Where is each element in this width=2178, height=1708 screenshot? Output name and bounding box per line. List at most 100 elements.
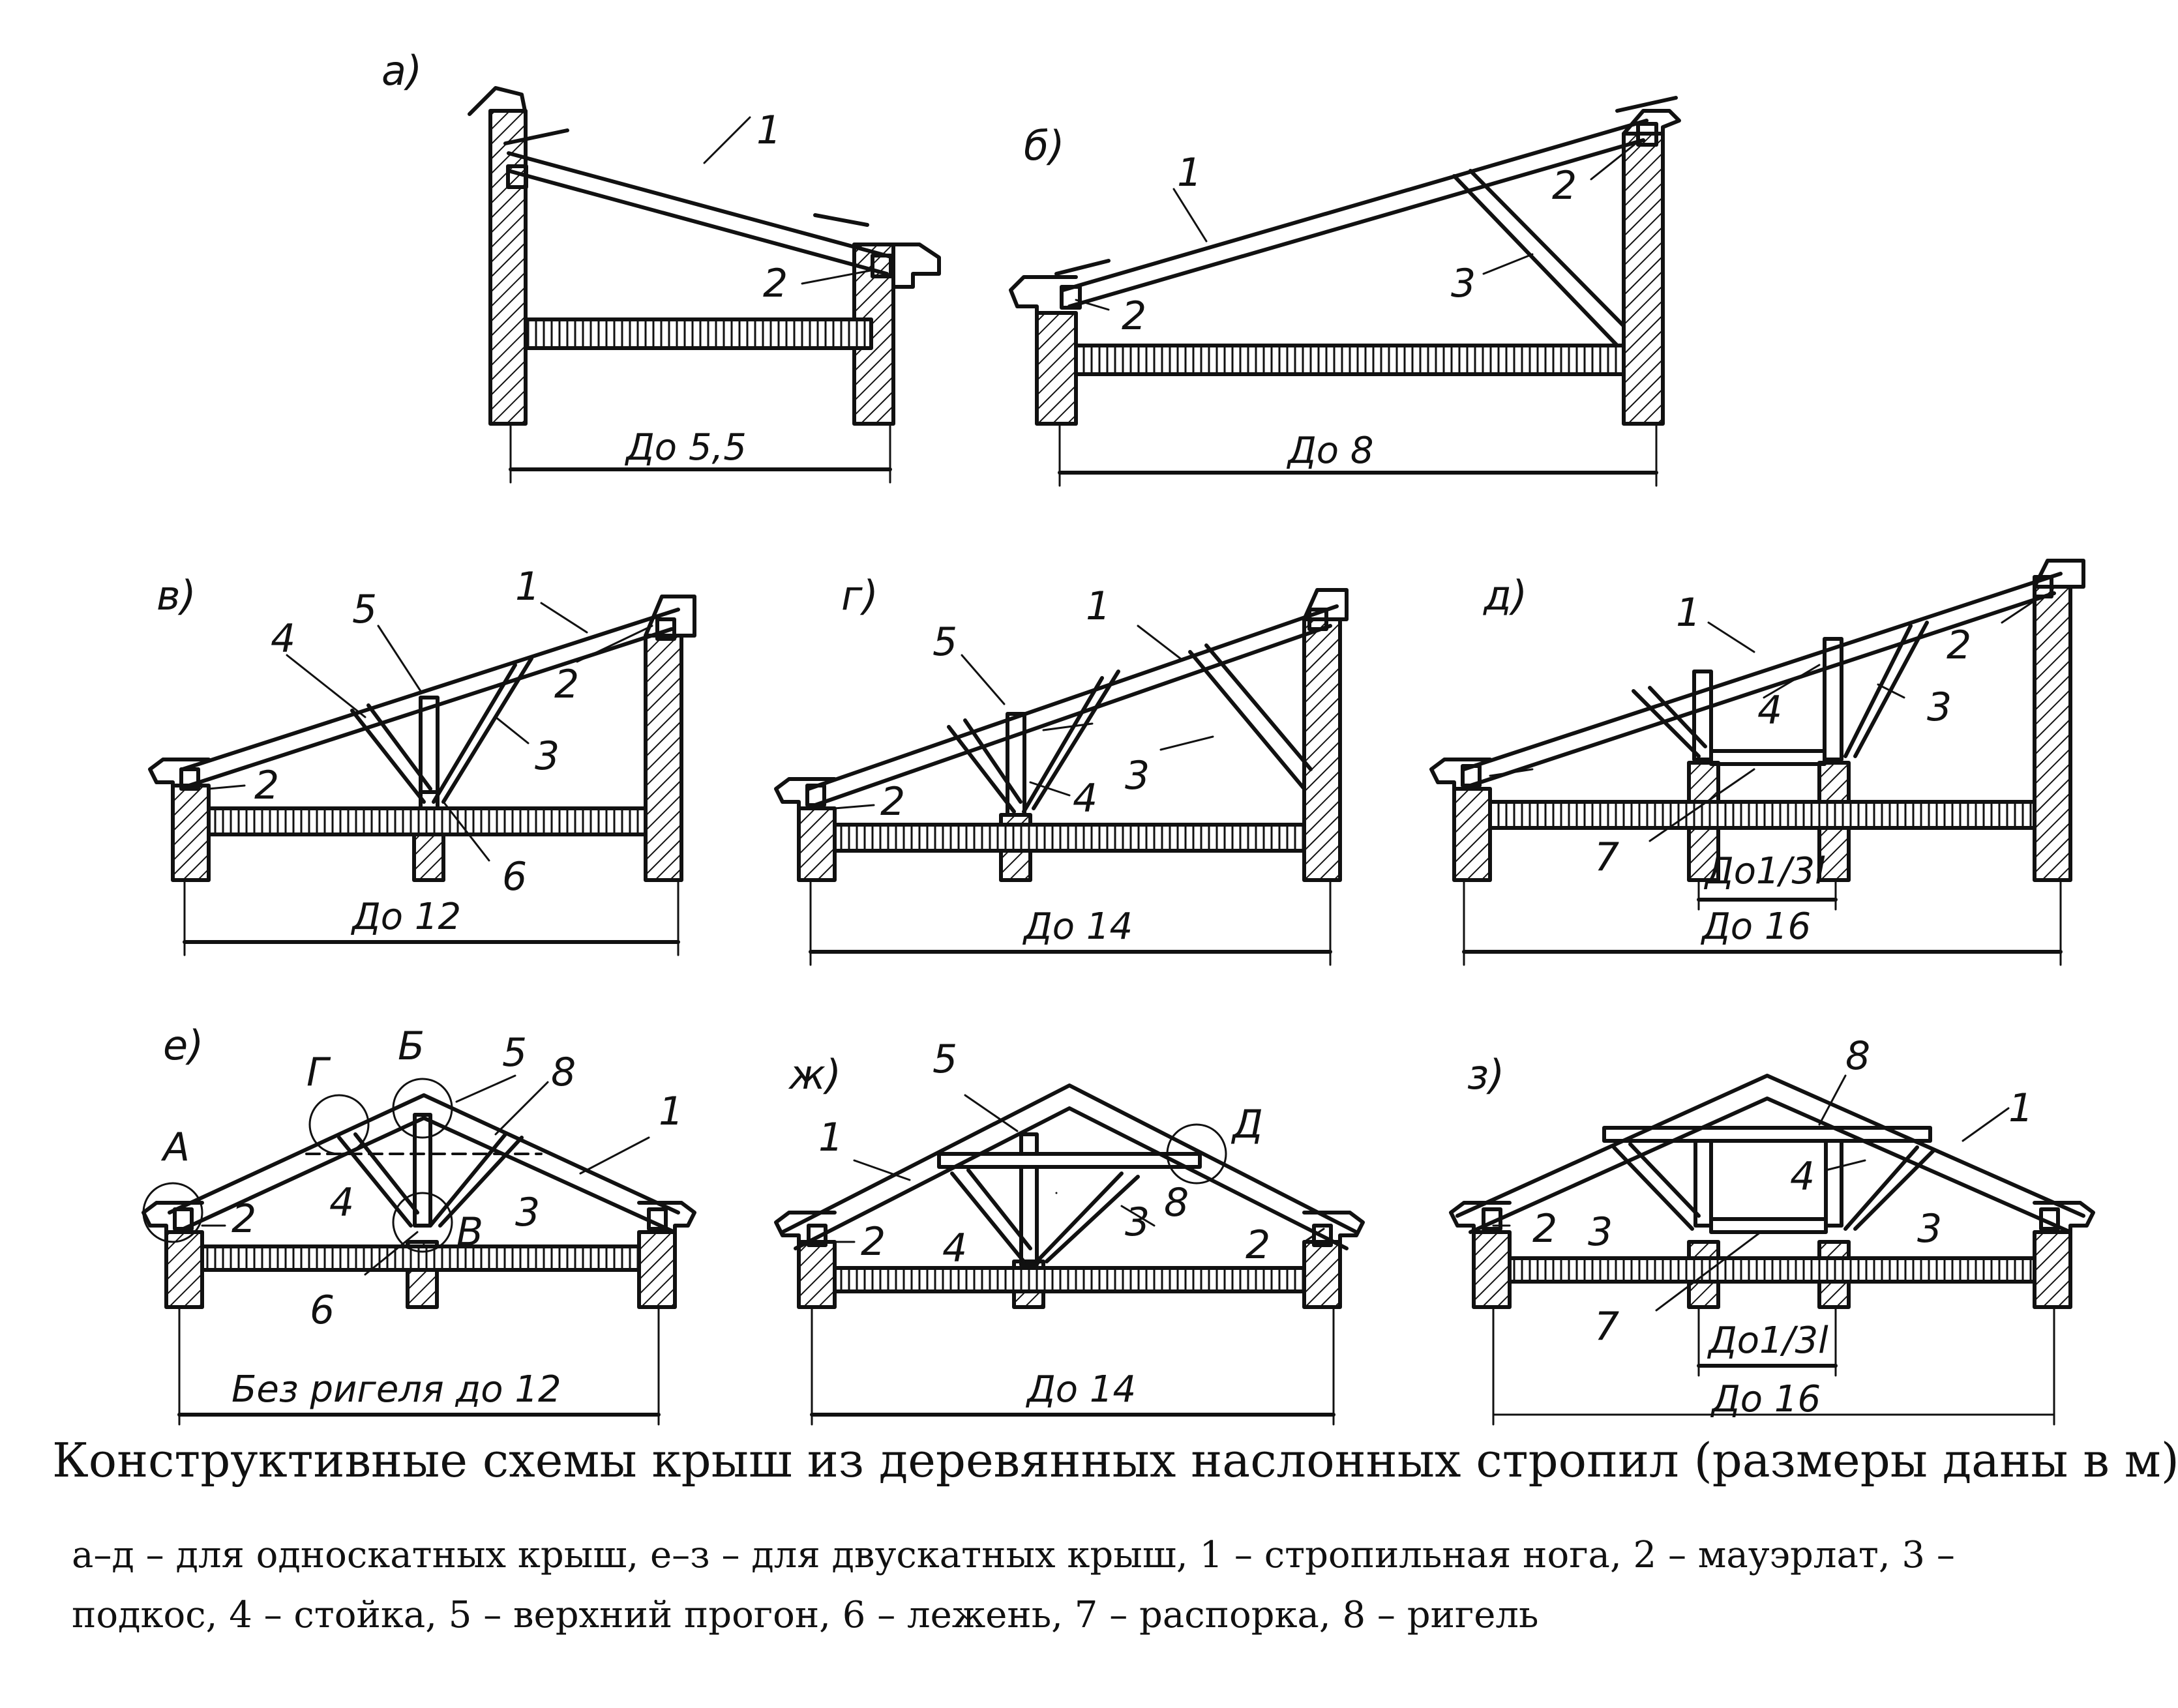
label-1: 1: [515, 564, 540, 610]
panel-tag-z: з): [1467, 1051, 1504, 1098]
wall-plate: [655, 617, 676, 641]
post: [1692, 670, 1713, 761]
wall-plate: [871, 254, 893, 278]
node-A: А: [160, 1125, 190, 1170]
wall-plate: [807, 1224, 828, 1247]
span-e: Без ригеля до 12: [231, 1368, 561, 1411]
panel-tag-b: б): [1024, 122, 1064, 169]
scheme-e: [142, 1074, 696, 1426]
wall-plate: [1461, 764, 1482, 788]
span-a: До 5,5: [624, 426, 747, 469]
label-4: 4: [329, 1180, 354, 1226]
panel-tag-g: г): [841, 572, 878, 619]
subspan-d: До1/3l: [1703, 850, 1825, 892]
floor-slab: [524, 317, 873, 350]
cornice: [1449, 1201, 1512, 1234]
wall-right: [1302, 617, 1342, 882]
legend-line-1: а–д – для односкатных крыш, е–з – для дв…: [72, 1534, 1955, 1576]
wall-right: [2033, 585, 2072, 882]
span-zh: До 14: [1025, 1368, 1136, 1411]
label-4: 4: [1073, 776, 1097, 821]
tie: [1709, 1217, 1828, 1234]
wall-plate: [2039, 1207, 2060, 1231]
label-8: 8: [1845, 1033, 1870, 1079]
brace-right: [1022, 670, 1120, 814]
label-5: 5: [502, 1030, 527, 1076]
wall-right: [2033, 1230, 2072, 1309]
cornice: [142, 1201, 204, 1234]
label-7: 7: [1594, 834, 1619, 880]
rafters: [781, 1083, 1358, 1250]
label-1: 1: [1086, 583, 1111, 629]
scheme-zh: [774, 1083, 1365, 1426]
parapet: [2033, 559, 2085, 589]
span-d: До 16: [1700, 906, 1811, 948]
label-2: 2: [554, 662, 579, 707]
panel-tag-zh: ж): [788, 1051, 841, 1098]
node-V: В: [456, 1209, 483, 1255]
cornice: [774, 777, 837, 810]
span-b: До 8: [1286, 430, 1373, 472]
wall-left: [164, 1230, 204, 1309]
label-2: 2: [763, 261, 788, 306]
rafter: [807, 604, 1339, 807]
cornice: [852, 243, 941, 289]
label-3: 3: [535, 733, 559, 779]
label-2: 2: [1532, 1206, 1557, 1252]
wall-plate: [179, 767, 200, 791]
brace-left: [1632, 686, 1707, 758]
wall-right: [1622, 132, 1665, 426]
post: [1693, 1139, 1713, 1228]
wall-right: [637, 1230, 677, 1309]
post: [413, 1113, 432, 1228]
brace-left: [950, 1168, 1032, 1263]
brace-right: [1035, 1171, 1140, 1263]
wall-plate: [1636, 122, 1658, 147]
wall-right: [644, 634, 683, 882]
parapet: [644, 595, 696, 638]
label-3: 3: [1451, 261, 1476, 306]
floor-slab: [833, 1266, 1306, 1293]
wall-left: [797, 1240, 837, 1309]
roofing: [503, 128, 869, 227]
cornice: [1302, 1211, 1365, 1244]
label-1: 1: [659, 1089, 683, 1134]
cornice: [2033, 1201, 2095, 1234]
node-circle: [308, 1094, 370, 1155]
parapet: [1622, 109, 1681, 136]
label-2: 2: [1122, 293, 1146, 339]
label-8: 8: [1164, 1180, 1189, 1226]
wall-plate: [1482, 1207, 1502, 1231]
wall-plate: [1060, 285, 1082, 310]
cornice: [637, 1201, 696, 1234]
label-6: 6: [310, 1288, 335, 1333]
wall-plate: [173, 1207, 194, 1231]
tie: [1709, 749, 1827, 766]
label-7: 7: [1594, 1304, 1619, 1349]
subspan-z: До1/3l: [1707, 1319, 1828, 1362]
post: [1824, 1139, 1843, 1228]
panel-tag-a: а): [381, 47, 422, 95]
panel-tag-e: е): [163, 1022, 203, 1069]
cornice: [148, 758, 211, 788]
floor-slab: [207, 806, 648, 836]
node-circle: [392, 1192, 453, 1253]
node-G: Г: [306, 1050, 331, 1095]
label-1: 1: [756, 108, 781, 153]
label-5: 5: [932, 1037, 957, 1082]
label-4: 4: [1757, 688, 1782, 733]
label-4: 4: [271, 616, 295, 662]
collar-tie: [937, 1152, 1202, 1169]
node-B: Б: [398, 1023, 425, 1069]
rafters: [168, 1093, 680, 1233]
figure-legend: а–д – для односкатных крыш, е–з – для дв…: [72, 1525, 2126, 1645]
parapet: [1302, 588, 1349, 621]
collar-tie: [1602, 1126, 1932, 1143]
node-circle: [1166, 1123, 1227, 1185]
label-2: 2: [880, 779, 905, 825]
wall-right: [1302, 1240, 1342, 1309]
scheme-g: [774, 588, 1349, 966]
wall-left: [1035, 311, 1078, 426]
brace-right: [1843, 1145, 1935, 1231]
